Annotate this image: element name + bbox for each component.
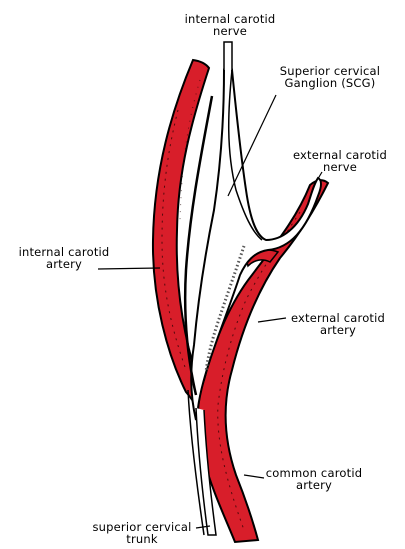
- label-internal-carotid-artery: internal carotid artery: [4, 246, 124, 270]
- label-scg: Superior cervical Ganglion (SCG): [262, 65, 398, 89]
- label-internal-carotid-nerve-line2: nerve: [170, 25, 290, 37]
- label-common-carotid-artery: common carotid artery: [254, 467, 374, 491]
- superior-cervical-ganglion: [185, 67, 321, 420]
- label-internal-carotid-artery-line2: artery: [4, 258, 124, 270]
- label-superior-cervical-trunk-line2: trunk: [80, 533, 204, 545]
- label-common-carotid-artery-line2: artery: [254, 479, 374, 491]
- label-scg-line2: Ganglion (SCG): [262, 77, 398, 89]
- label-external-carotid-artery-line2: artery: [276, 324, 400, 336]
- label-external-carotid-nerve: external carotid nerve: [280, 149, 400, 173]
- label-external-carotid-nerve-line2: nerve: [280, 161, 400, 173]
- label-external-carotid-artery: external carotid artery: [276, 312, 400, 336]
- label-superior-cervical-trunk: superior cervical trunk: [80, 521, 204, 545]
- label-internal-carotid-nerve: internal carotid nerve: [170, 13, 290, 37]
